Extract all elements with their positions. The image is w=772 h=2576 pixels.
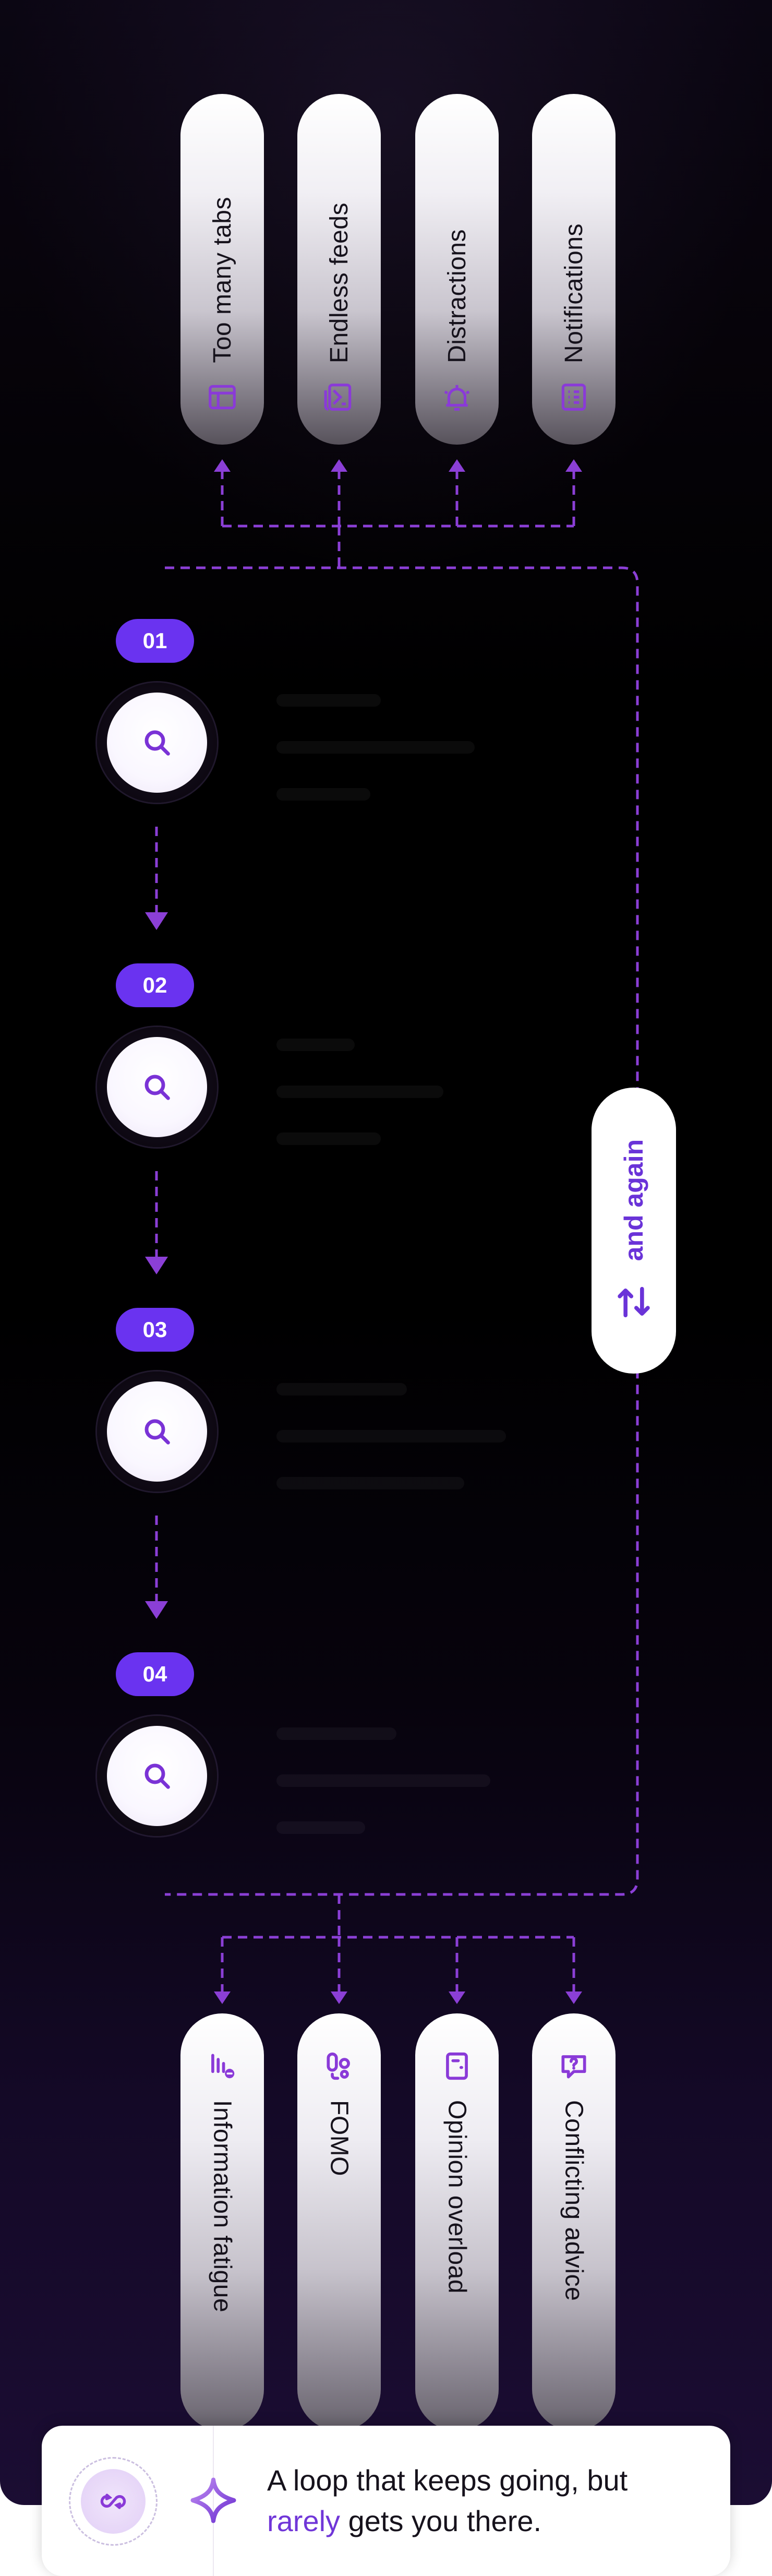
step-text-placeholder	[276, 1430, 506, 1442]
step-text-placeholder	[276, 1086, 443, 1098]
arrow-down-3	[449, 1991, 465, 2004]
arrow-up-1	[214, 459, 231, 472]
search-icon	[144, 1419, 170, 1445]
footer-message: A loop that keeps going, but rarely gets…	[267, 2460, 716, 2542]
fomo-icon	[327, 2052, 350, 2080]
footer-text-before: A loop that keeps going, but	[267, 2464, 628, 2497]
pill-label: Endless feeds	[325, 202, 353, 363]
arrow-down-2	[331, 1991, 347, 2004]
pill-label: Opinion overload	[443, 2100, 471, 2294]
pill-label: FOMO	[325, 2100, 353, 2176]
sparkle-icon	[190, 2477, 236, 2523]
pill-too-many-tabs: Too many tabs	[180, 94, 264, 445]
step-text-placeholder	[276, 788, 370, 801]
pill-information-fatigue: Information fatigue	[180, 2013, 264, 2431]
arrow-step-2	[145, 912, 168, 930]
step-text-placeholder	[276, 1774, 490, 1787]
feed-icon	[324, 384, 352, 411]
question-bubble-icon	[561, 2055, 586, 2079]
pill-conflicting-advice: Conflicting advice	[532, 2013, 616, 2431]
infinity-loop-icon	[100, 2494, 126, 2509]
step-text-placeholder	[276, 1727, 396, 1740]
arrow-step-4	[145, 1601, 168, 1619]
pill-endless-feeds: Endless feeds	[297, 94, 381, 445]
fatigue-bars-icon	[211, 2054, 235, 2079]
arrow-down-4	[565, 1991, 582, 2004]
step-text-placeholder	[276, 1039, 355, 1051]
background-glow	[0, 0, 772, 574]
step-text-placeholder	[276, 741, 475, 754]
step-text-placeholder	[276, 694, 381, 707]
pill-opinion-overload: Opinion overload	[415, 2013, 499, 2431]
footer-card: A loop that keeps going, but rarely gets…	[42, 2426, 730, 2576]
search-icon	[144, 1763, 170, 1789]
step-search-button-03[interactable]	[107, 1381, 207, 1482]
arrow-down-1	[214, 1991, 231, 2004]
step-search-button-01[interactable]	[107, 693, 207, 793]
pill-label: Distractions	[443, 229, 471, 363]
footer-divider	[213, 2426, 214, 2576]
step-text-placeholder	[276, 1383, 407, 1396]
and-again-pill: and again	[592, 1088, 676, 1374]
pill-notifications: Notifications	[532, 94, 616, 445]
pill-label: Conflicting advice	[560, 2100, 588, 2301]
footer-loop-badge-inner	[81, 2469, 146, 2534]
pill-label: Information fatigue	[208, 2100, 236, 2313]
repeat-arrows-icon	[618, 1286, 650, 1317]
alarm-bell-icon	[444, 385, 470, 411]
step-text-placeholder	[276, 1821, 365, 1834]
pill-distractions: Distractions	[415, 94, 499, 445]
search-icon	[144, 730, 170, 756]
notification-list-icon	[561, 384, 586, 411]
arrow-up-3	[449, 459, 465, 472]
search-icon	[144, 1075, 170, 1100]
browser-tabs-icon	[209, 385, 236, 410]
footer-text-after: gets you there.	[340, 2505, 542, 2537]
door-icon	[446, 2052, 468, 2080]
step-text-placeholder	[276, 1132, 381, 1145]
step-badge-03: 03	[116, 1308, 194, 1352]
step-badge-04: 04	[116, 1652, 194, 1696]
step-badge-01: 01	[116, 619, 194, 663]
step-badge-02: 02	[116, 963, 194, 1007]
arrow-up-4	[565, 459, 582, 472]
pill-label: Notifications	[560, 223, 588, 363]
pill-label: Too many tabs	[208, 197, 236, 363]
arrow-step-3	[145, 1257, 168, 1274]
and-again-label: and again	[619, 1139, 648, 1261]
step-search-button-04[interactable]	[107, 1726, 207, 1826]
footer-loop-badge	[69, 2457, 158, 2546]
arrow-up-2	[331, 459, 347, 472]
connector-loop-frame	[165, 566, 639, 1896]
footer-text-highlight: rarely	[267, 2505, 341, 2537]
step-text-placeholder	[276, 1477, 464, 1489]
pill-fomo: FOMO	[297, 2013, 381, 2431]
step-search-button-02[interactable]	[107, 1037, 207, 1137]
